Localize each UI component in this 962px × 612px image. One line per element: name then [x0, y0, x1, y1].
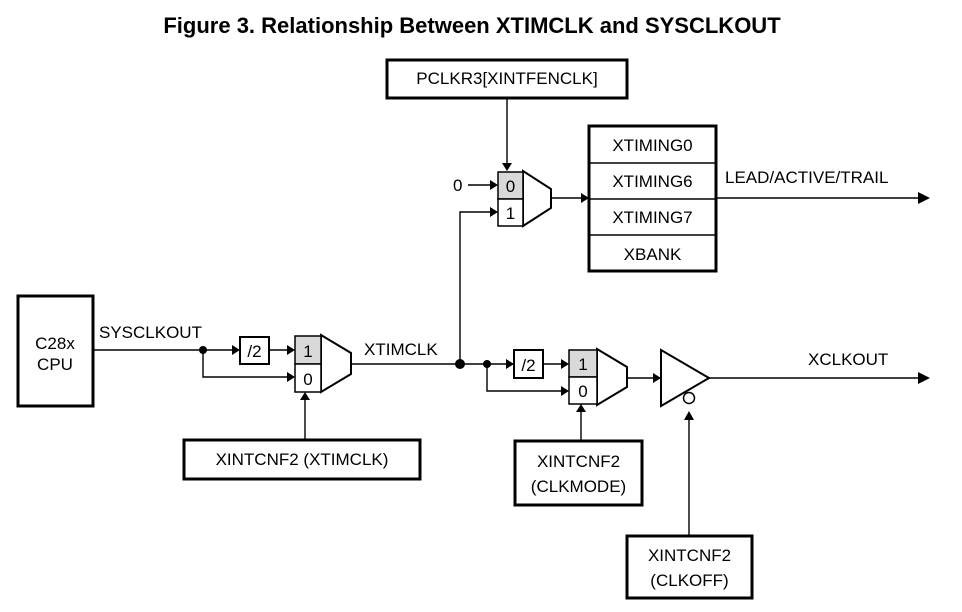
mux1-input-1: 1: [303, 342, 312, 361]
clkmode-label-line2: (CLKMODE): [531, 477, 626, 496]
pclkr3-label: PCLKR3[XINTFENCLK]: [416, 69, 597, 88]
register-xtiming7: XTIMING7: [612, 208, 692, 227]
divider-2-label: /2: [521, 356, 535, 375]
lead-active-trail-output: LEAD/ACTIVE/TRAIL: [716, 168, 930, 204]
mux2-input-1: 1: [506, 204, 515, 223]
xtiming-register-stack: XTIMING0 XTIMING6 XTIMING7 XBANK: [587, 124, 718, 273]
xintcnf2-xtimclk-control: XINTCNF2 (XTIMCLK): [182, 392, 422, 481]
xclkout-output: XCLKOUT: [709, 350, 930, 384]
xintcnf2-clkmode-control: XINTCNF2 (CLKMODE): [513, 404, 644, 507]
register-xtiming6: XTIMING6: [612, 172, 692, 191]
clkoff-label-line2: (CLKOFF): [650, 571, 728, 590]
figure-title: Figure 3. Relationship Between XTIMCLK a…: [163, 13, 781, 38]
clkoff-label-line1: XINTCNF2: [648, 546, 731, 565]
clkmode-mux: 1 0: [568, 347, 661, 407]
divide-by-2-block-1: /2: [239, 336, 295, 365]
xclkout-buffer: [660, 348, 711, 408]
divider-1-label: /2: [247, 342, 261, 361]
register-xbank: XBANK: [624, 245, 682, 264]
sysclkout-wire: SYSCLKOUT: [94, 323, 295, 382]
lead-active-trail-label: LEAD/ACTIVE/TRAIL: [725, 168, 888, 187]
xtimclk-wire: XTIMCLK: [351, 207, 569, 396]
cpu-block: C28x CPU: [16, 294, 95, 408]
inverting-enable-bubble: [682, 391, 696, 405]
constant-zero-label: 0: [453, 176, 462, 195]
divide-by-2-block-2: /2: [513, 349, 569, 379]
xtimclk-mux: 1 0: [294, 333, 352, 394]
xintcnf2-xtimclk-label: XINTCNF2 (XTIMCLK): [216, 450, 389, 469]
clkmode-label-line1: XINTCNF2: [537, 452, 620, 471]
xintcnf2-clkoff-control: XINTCNF2 (CLKOFF): [625, 411, 754, 600]
cpu-label-line2: CPU: [37, 355, 73, 374]
xtimclk-label: XTIMCLK: [364, 340, 438, 359]
mux3-input-0: 0: [578, 382, 587, 401]
pclkr3-control: PCLKR3[XINTFENCLK]: [385, 58, 629, 171]
xclkout-label: XCLKOUT: [808, 350, 888, 369]
mux2-input-0: 0: [506, 177, 515, 196]
xintf-enable-mux: 0 1: [497, 169, 589, 228]
cpu-label-line1: C28x: [35, 334, 75, 353]
mux3-input-1: 1: [578, 355, 587, 374]
sysclkout-label: SYSCLKOUT: [99, 323, 202, 342]
mux1-input-0: 0: [303, 370, 312, 389]
constant-zero-input: 0: [453, 176, 498, 195]
register-xtiming0: XTIMING0: [612, 136, 692, 155]
